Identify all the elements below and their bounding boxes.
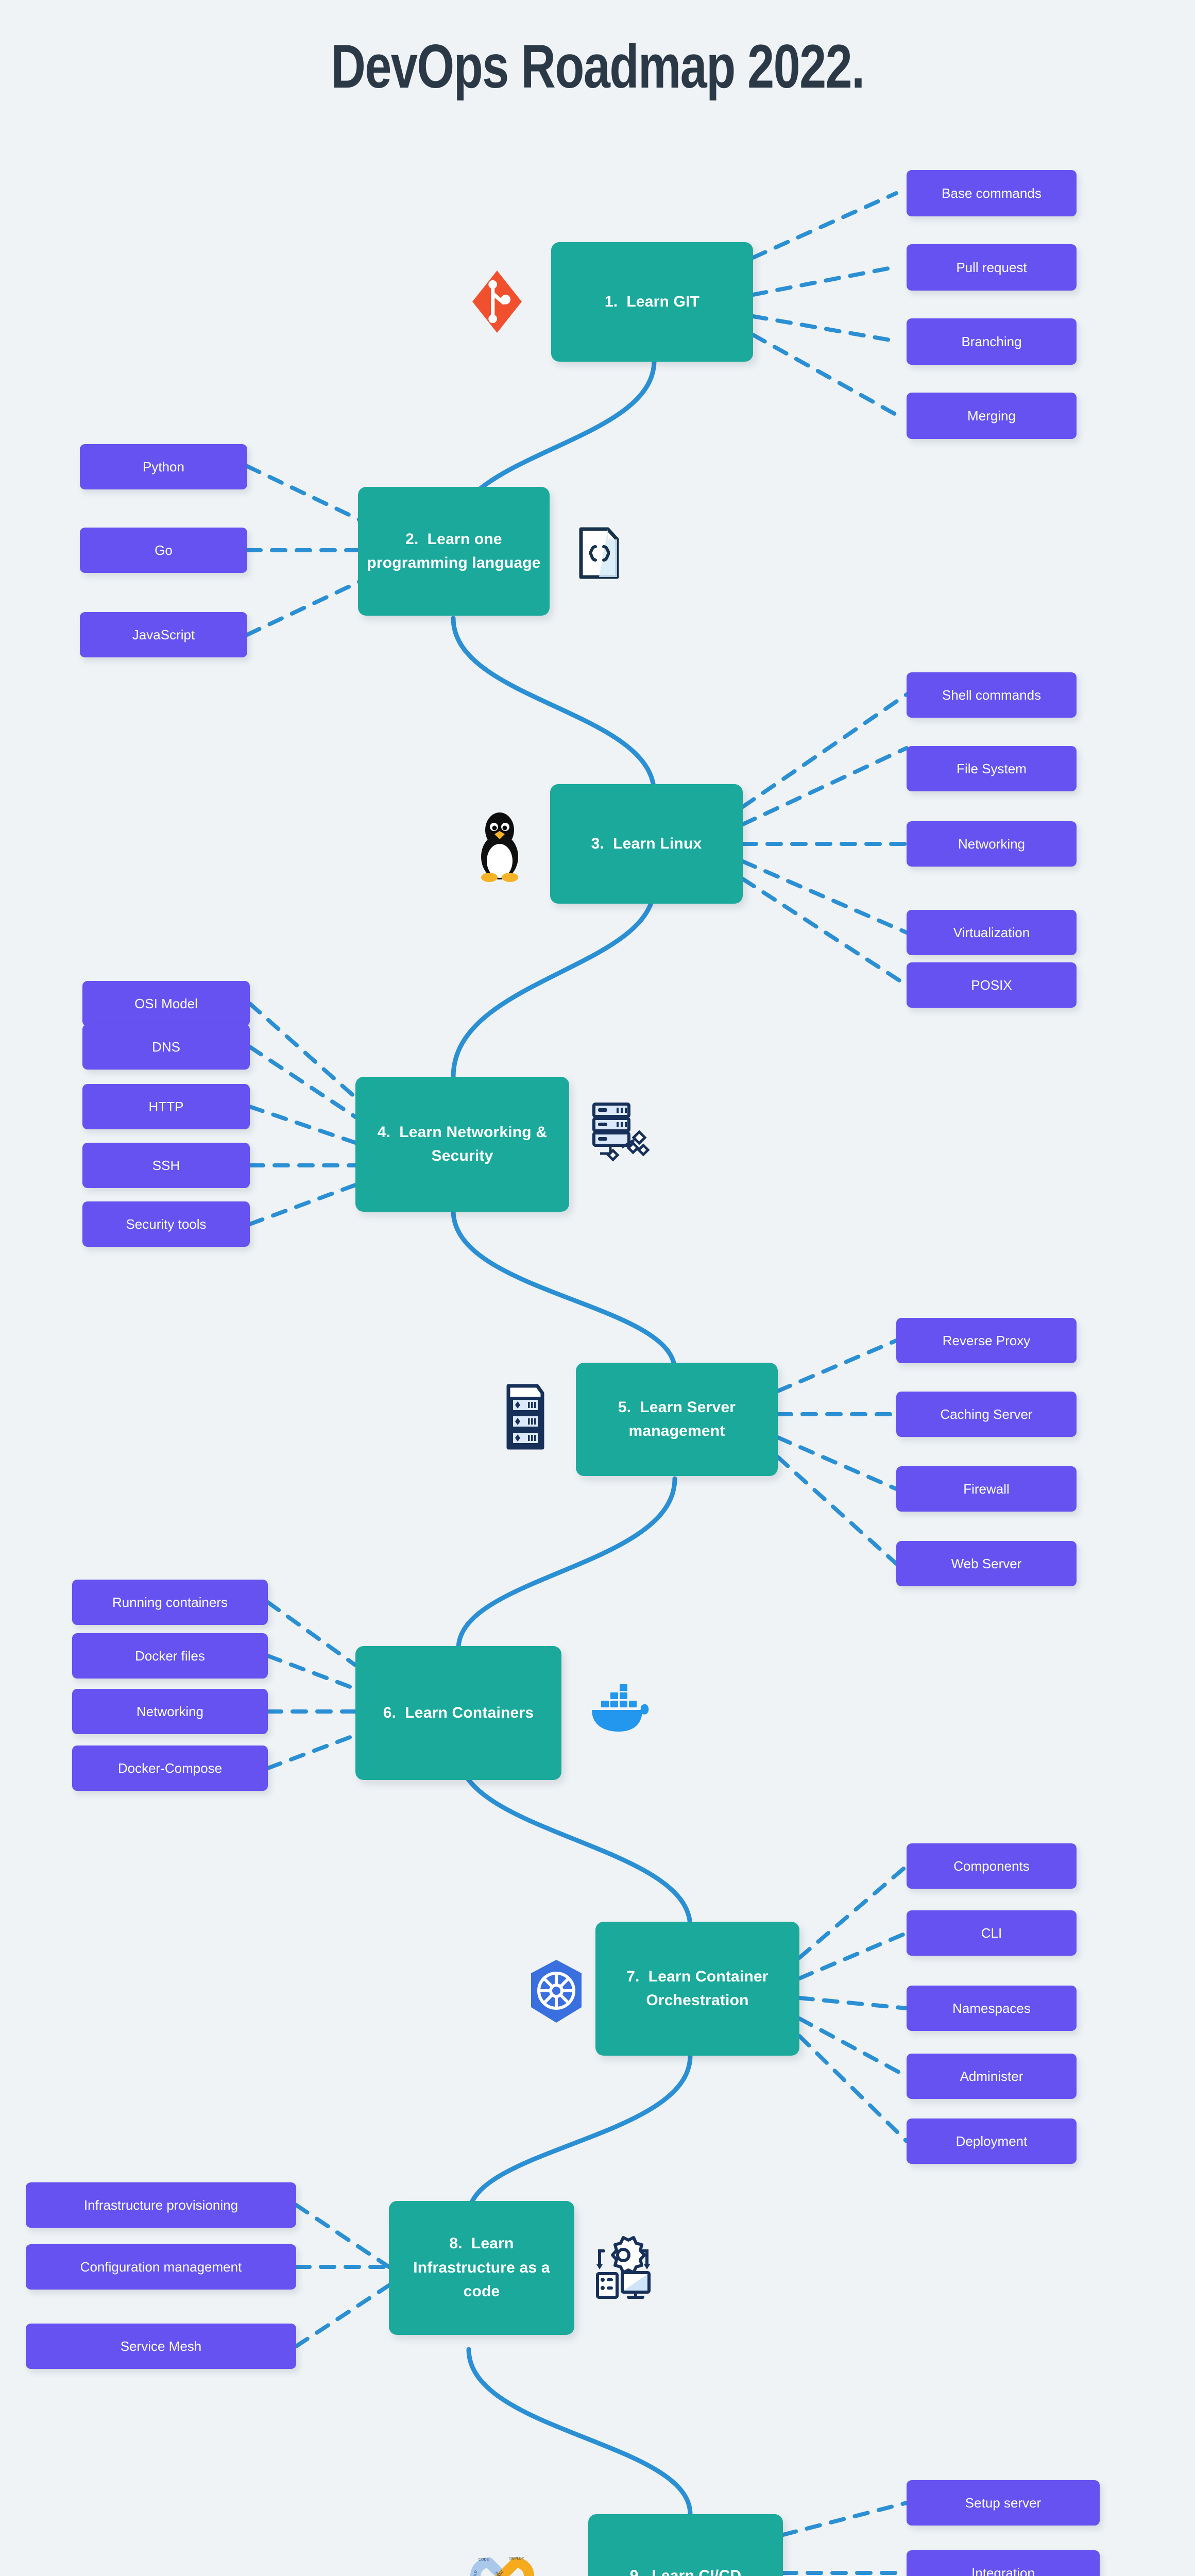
main-node-3[interactable]: 3. Learn Linux [550, 784, 743, 904]
svg-text:CODE: CODE [479, 2558, 489, 2562]
sub-node-security-tools[interactable]: Security tools [82, 1201, 250, 1247]
docker-whale-icon [582, 1674, 654, 1736]
sub-node-reverse-proxy[interactable]: Reverse Proxy [896, 1318, 1077, 1363]
kubernetes-helm-icon [525, 1955, 587, 2027]
svg-text:DEPLOY: DEPLOY [509, 2557, 524, 2561]
sub-node-cli[interactable]: CLI [907, 1910, 1077, 1956]
git-icon [466, 268, 528, 335]
sub-node-base-commands[interactable]: Base commands [907, 170, 1077, 216]
sub-node-integration[interactable]: Integration [907, 2550, 1100, 2576]
sub-node-firewall[interactable]: Firewall [896, 1466, 1077, 1512]
sub-node-virtualization[interactable]: Virtualization [907, 910, 1077, 955]
network-server-icon [587, 1097, 654, 1164]
sub-node-merging[interactable]: Merging [907, 393, 1077, 439]
main-node-2-label: 2. Learn one programming language [367, 530, 541, 572]
main-node-2[interactable]: 2. Learn one programming language [358, 487, 550, 616]
sub-node-python[interactable]: Python [80, 444, 247, 489]
sub-node-javascript[interactable]: JavaScript [80, 612, 247, 657]
main-node-6-label: 6. Learn Containers [383, 1704, 534, 1721]
main-node-4[interactable]: 4. Learn Networking & Security [355, 1077, 569, 1212]
sub-node-caching-server[interactable]: Caching Server [896, 1392, 1077, 1437]
sub-node-web-server[interactable]: Web Server [896, 1541, 1077, 1586]
devops-infinity-loop-icon: CODE BUILD TEST DEPLOY OPERATE MONITOR P… [464, 2543, 541, 2576]
sub-node-service-mesh[interactable]: Service Mesh [26, 2324, 296, 2369]
svg-text:BUILD: BUILD [472, 2570, 477, 2576]
main-node-6[interactable]: 6. Learn Containers [355, 1646, 561, 1780]
sub-node-pull-request[interactable]: Pull request [907, 244, 1077, 291]
sub-node-go[interactable]: Go [80, 528, 247, 573]
sub-node-administer[interactable]: Administer [907, 2054, 1077, 2099]
main-node-1[interactable]: 1. Learn GIT [551, 242, 753, 362]
sub-node-infrastructure-provisioning[interactable]: Infrastructure provisioning [26, 2182, 296, 2228]
main-node-8-label: 8. Learn Infrastructure as a code [413, 2235, 550, 2300]
main-spine [451, 358, 693, 2517]
main-node-4-label: 4. Learn Networking & Security [377, 1123, 548, 1165]
sub-node-posix[interactable]: POSIX [907, 962, 1077, 1008]
branch-wires [245, 191, 909, 2575]
sub-node-branching[interactable]: Branching [907, 318, 1077, 365]
main-node-7[interactable]: 7. Learn Container Orchestration [595, 1922, 799, 2056]
sub-node-namespaces[interactable]: Namespaces [907, 1986, 1077, 2031]
sub-node-components[interactable]: Components [907, 1843, 1077, 1889]
main-node-3-label: 3. Learn Linux [591, 835, 702, 852]
main-node-9-label: 9. Learn CI/CD [629, 2567, 742, 2576]
sub-node-http[interactable]: HTTP [82, 1084, 250, 1129]
main-node-9[interactable]: 9. Learn CI/CD [588, 2514, 783, 2576]
sub-node-running-containers[interactable]: Running containers [72, 1580, 268, 1625]
sub-node-dns[interactable]: DNS [82, 1024, 250, 1070]
sub-node-shell-commands[interactable]: Shell commands [907, 672, 1077, 718]
main-node-5[interactable]: 5. Learn Server management [576, 1363, 778, 1476]
sub-node-ssh[interactable]: SSH [82, 1143, 250, 1188]
sub-node-docker-compose[interactable]: Docker-Compose [72, 1745, 268, 1791]
main-node-5-label: 5. Learn Server management [618, 1398, 736, 1440]
main-node-8[interactable]: 8. Learn Infrastructure as a code [389, 2201, 574, 2335]
sub-node-deployment[interactable]: Deployment [907, 2119, 1077, 2164]
sub-node-file-system[interactable]: File System [907, 746, 1077, 791]
main-node-7-label: 7. Learn Container Orchestration [626, 1968, 769, 2009]
sub-node-configuration-management[interactable]: Configuration management [26, 2244, 296, 2290]
server-rack-icon [494, 1381, 551, 1453]
infrastructure-as-code-icon [590, 2231, 657, 2303]
page-title: DevOps Roadmap 2022. [331, 32, 865, 101]
code-braces-file-icon [573, 524, 625, 581]
sub-node-osi-model[interactable]: OSI Model [82, 981, 250, 1026]
sub-node-networking-docker[interactable]: Networking [72, 1689, 268, 1734]
sub-node-networking-linux[interactable]: Networking [907, 821, 1077, 867]
svg-text:PLAN: PLAN [494, 2571, 503, 2576]
sub-node-docker-files[interactable]: Docker files [72, 1633, 268, 1679]
sub-node-setup-server[interactable]: Setup server [907, 2480, 1100, 2526]
linux-penguin-icon [469, 803, 531, 885]
main-node-1-label: 1. Learn GIT [604, 293, 700, 310]
